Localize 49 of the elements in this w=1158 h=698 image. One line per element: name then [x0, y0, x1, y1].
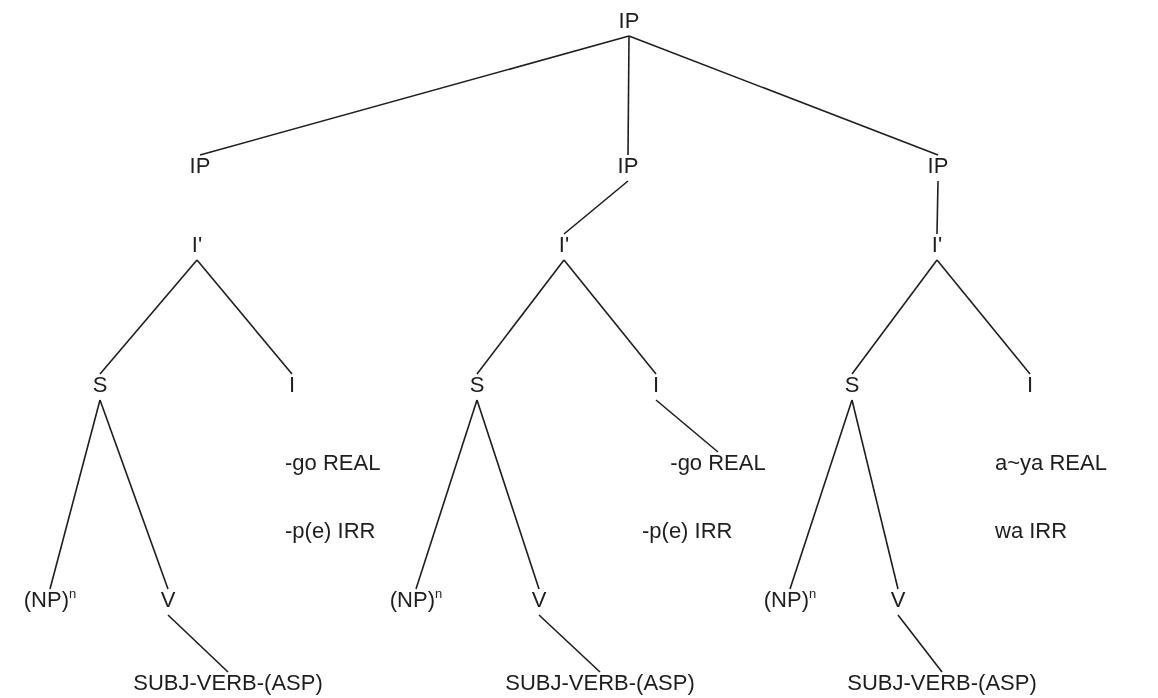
tree-branch [538, 614, 601, 673]
tree-branch [627, 35, 630, 156]
tree-node-label: V [890, 587, 906, 613]
tree-node-label: I' [191, 232, 203, 258]
tree-node-label: SUBJ-VERB-(ASP) [847, 670, 1037, 696]
tree-node-label: I' [558, 232, 570, 258]
tree-node-label: I [288, 372, 296, 398]
tree-node-label: (NP)$^{n}$ [389, 587, 443, 613]
tree-branch [99, 399, 169, 590]
tree-node-label: S [844, 372, 860, 398]
tree-branch [851, 259, 938, 375]
tree-branch [897, 614, 943, 673]
tree-branch [563, 180, 629, 235]
morpheme-label: a~ya REAL [995, 450, 1107, 476]
tree-branch [789, 399, 853, 590]
tree-node-label: IP [617, 153, 639, 179]
tree-branch [476, 259, 565, 375]
tree-node-label: I [1026, 372, 1034, 398]
tree-branch [476, 399, 540, 590]
tree-branch [563, 259, 657, 375]
tree-branch [851, 399, 899, 590]
tree-node-label: S [92, 372, 108, 398]
tree-node-label: SUBJ-VERB-(ASP) [505, 670, 695, 696]
tree-node-label: IP [927, 153, 949, 179]
morpheme-label: wa IRR [995, 518, 1068, 544]
tree-node-label: -go REAL [670, 450, 766, 476]
tree-branch [49, 399, 101, 590]
tree-branch [199, 35, 630, 156]
tree-branch [415, 399, 478, 590]
tree-node-label: (NP)$^{n}$ [763, 587, 817, 613]
tree-branch [936, 180, 939, 235]
tree-branch [655, 399, 719, 453]
morpheme-label: -p(e) IRR [642, 518, 733, 544]
tree-node-label: I' [931, 232, 943, 258]
tree-branch [167, 614, 229, 673]
tree-branch [628, 35, 939, 156]
tree-branch [196, 259, 293, 375]
tree-node-label: SUBJ-VERB-(ASP) [133, 670, 323, 696]
tree-node-label: S [469, 372, 485, 398]
morpheme-label: -p(e) IRR [285, 518, 376, 544]
tree-node-label: I [652, 372, 660, 398]
tree-node-label: IP [189, 153, 211, 179]
morpheme-label: -go REAL [285, 450, 381, 476]
tree-node-label: (NP)$^{n}$ [23, 587, 77, 613]
tree-node-label: V [160, 587, 176, 613]
tree-node-label: IP [618, 8, 640, 34]
tree-branch [99, 259, 198, 375]
tree-branch [936, 259, 1031, 375]
tree-node-label: V [531, 587, 547, 613]
